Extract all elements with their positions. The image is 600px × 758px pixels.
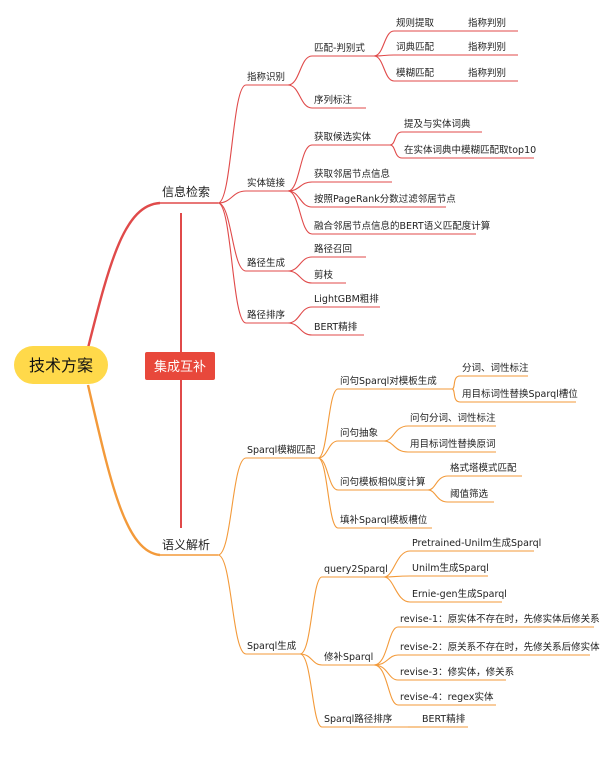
node-paixu-item-2: BERT精排 [314,321,358,333]
edge-duiju-2 [451,388,461,403]
node-xiubu-item-2: revise-2：原关系不存在时，先修关系后修实体 [400,641,600,653]
node-pipei: 匹配-判别式 [314,42,365,54]
node-xiangsi: 问句模板相似度计算 [340,476,426,488]
edge-query-1 [383,550,411,578]
edge-info-lujing [217,202,247,272]
node-pipei-item-2: 词典匹配 [396,41,435,53]
edge-xiubu-4 [373,664,399,706]
node-pipei-item-2-sub: 指称判别 [468,41,506,53]
edge-info-shiti [217,190,247,204]
node-lujing-item-1: 路径召回 [314,243,352,255]
node-huoqu-item-1: 提及与实体词典 [404,118,471,130]
node-shiti: 实体链接 [247,177,286,189]
node-sparql-paixu-sub: BERT精排 [422,713,466,725]
node-paixu: 路径排序 [247,309,286,321]
node-xiubu: 修补Sparql [324,651,373,663]
node-linju: 获取邻居节点信息 [314,168,390,180]
edge-lujing-2 [287,270,313,284]
edge-shengcheng-paixu [299,653,323,728]
edge-info-paixu [217,202,247,324]
edge-semantic-shengcheng [217,554,247,655]
edge-semantic-mohu [217,457,247,556]
node-bert: 融合邻居节点信息的BERT语义匹配度计算 [314,220,490,232]
node-duiju-item-2: 用目标词性替换Sparql槽位 [462,388,578,400]
node-query: query2Sparql [324,564,388,575]
edge-chouxiang-2 [383,440,409,453]
edge-xiubu-2 [373,654,399,666]
edge-zhicheng-xulie [287,84,313,109]
edge-mohu-xiangsi [317,457,339,491]
edge-xiubu-3 [373,664,399,681]
node-duiju: 问句Sparql对模板生成 [340,375,437,387]
edge-xiubu-1 [373,626,399,666]
edge-shiti-bert [287,190,313,235]
node-query-item-2: Unilm生成Sparql [412,562,489,574]
edge-pipei-3 [373,55,395,82]
node-xiubu-item-3: revise-3：修实体，修关系 [400,666,514,678]
node-pipei-item-3: 模糊匹配 [396,67,435,79]
edge-shengcheng-xiubu [299,653,323,666]
edge-xiangsi-2 [427,489,449,503]
node-shengcheng: Sparql生成 [247,640,297,652]
node-xiangsi-item-2: 阈值筛选 [450,488,489,500]
edge-lujing-1 [287,256,313,272]
center-node-bg [145,352,215,380]
node-xiangsi-item-1: 格式塔模式匹配 [450,462,517,474]
node-huoqu-item-2: 在实体词典中模糊匹配取top10 [404,144,536,156]
node-lujing-item-2: 剪枝 [314,269,334,281]
edge-root-semantic [86,384,161,557]
node-pipei-item-3-sub: 指称判别 [468,67,506,79]
node-semantic: 语义解析 [162,538,210,552]
node-zhicheng: 指称识别 [247,71,285,83]
edge-mohu-tianbu [317,457,339,529]
edge-paixu-1 [287,306,313,324]
node-info: 信息检索 [162,184,210,199]
node-sparql-paixu: Sparql路径排序 [324,713,393,725]
edge-query-3 [383,576,411,603]
node-query-item-1: Pretrained-Unilm生成Sparql [412,537,541,549]
edge-mohu-chouxiang [317,440,339,459]
node-chouxiang-item-2: 用目标词性替换原词 [410,438,496,450]
center-node: 集成互补 [154,359,206,375]
edge-xiangsi-1 [427,475,449,491]
node-pagerank: 按照PageRank分数过滤邻居节点 [314,193,456,205]
edge-root-info [86,201,161,349]
node-huoqu: 获取候选实体 [314,131,372,143]
edge-pipei-1 [373,30,395,57]
node-xiubu-item-4: revise-4：regex实体 [400,691,494,703]
node-chouxiang-item-1: 问句分词、词性标注 [410,412,496,424]
edge-shengcheng-query [299,576,323,655]
root-node: 技术方案 [29,356,93,375]
node-chouxiang: 问句抽象 [340,427,379,439]
edge-zhicheng-pipei [287,55,313,86]
info-connectors [86,30,534,349]
edge-info-zhicheng [217,84,247,204]
semantic-connectors [86,375,594,728]
node-mohu: Sparql模糊匹配 [247,444,316,456]
edge-shiti-pagerank [287,190,313,208]
node-xiubu-item-1: revise-1：原实体不存在时，先修实体后修关系 [400,613,600,625]
node-lujing: 路径生成 [247,257,286,269]
edge-duiju-1 [451,375,461,390]
node-paixu-item-1: LightGBM粗排 [314,293,379,305]
node-query-item-3: Ernie-gen生成Sparql [412,588,507,600]
node-pipei-item-1-sub: 指称判别 [468,17,506,29]
edge-paixu-2 [287,322,313,336]
edge-huoqu-2 [389,144,403,159]
edge-chouxiang-1 [383,425,409,442]
node-duiju-item-1: 分词、词性标注 [462,362,529,374]
root-node-bg [14,346,108,384]
node-xulie: 序列标注 [314,94,353,106]
node-pipei-item-1: 规则提取 [396,17,435,29]
edge-huoqu-1 [389,131,403,146]
edge-shiti-huoqu [287,144,313,192]
edge-mohu-duiju [317,388,339,459]
node-tianbu: 填补Sparql模板槽位 [340,514,428,526]
